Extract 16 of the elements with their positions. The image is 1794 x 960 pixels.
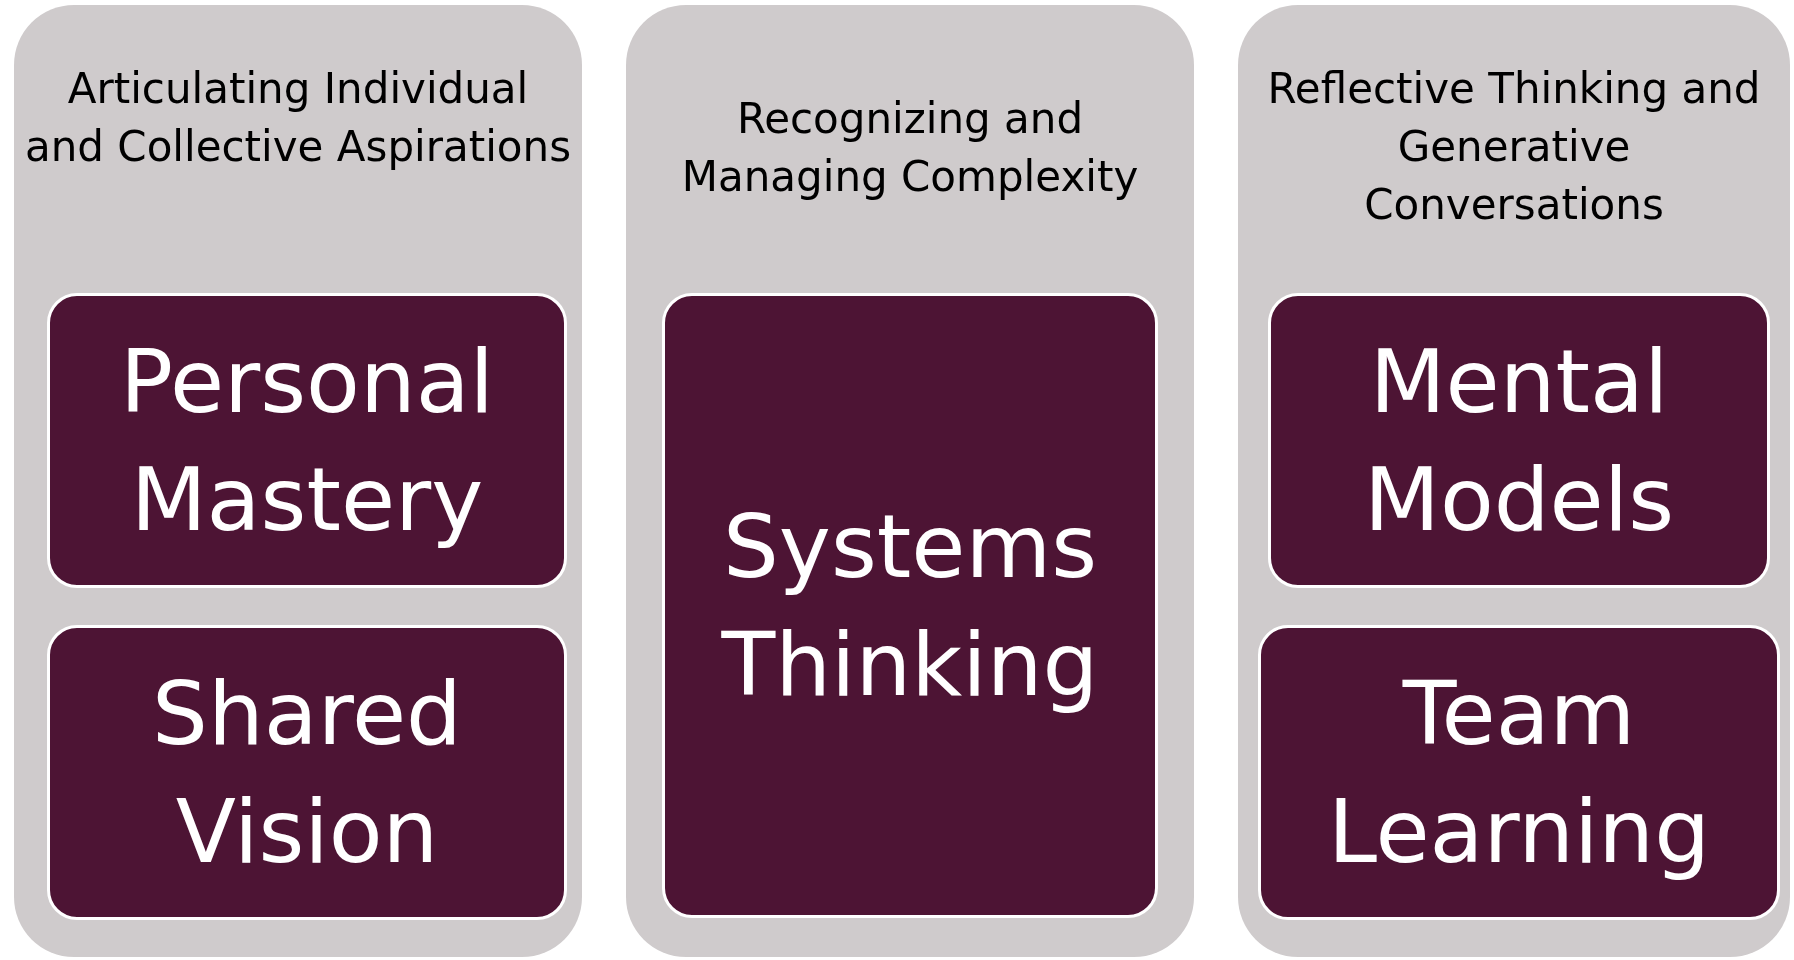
column-panel [1238, 5, 1790, 957]
discipline-label: Shared Vision [151, 660, 463, 885]
panel-heading: Reflective Thinking and Generative Conversations [1266, 63, 1762, 231]
discipline-label: Mental Models [1362, 328, 1676, 553]
column-panel [14, 5, 582, 957]
panel-heading: Recognizing and Managing Complexity [680, 93, 1140, 203]
discipline-box [1268, 293, 1770, 588]
discipline-box [47, 625, 567, 920]
discipline-label: Personal Mastery [118, 328, 496, 553]
discipline-box [47, 293, 567, 588]
column-panel [626, 5, 1194, 957]
discipline-box [1258, 625, 1780, 920]
discipline-box [662, 293, 1158, 918]
panel-heading: Articulating Individual and Collective Aspirations [24, 63, 572, 173]
discipline-label: Team Learning [1326, 660, 1711, 885]
discipline-label: Systems Thinking [720, 493, 1100, 718]
